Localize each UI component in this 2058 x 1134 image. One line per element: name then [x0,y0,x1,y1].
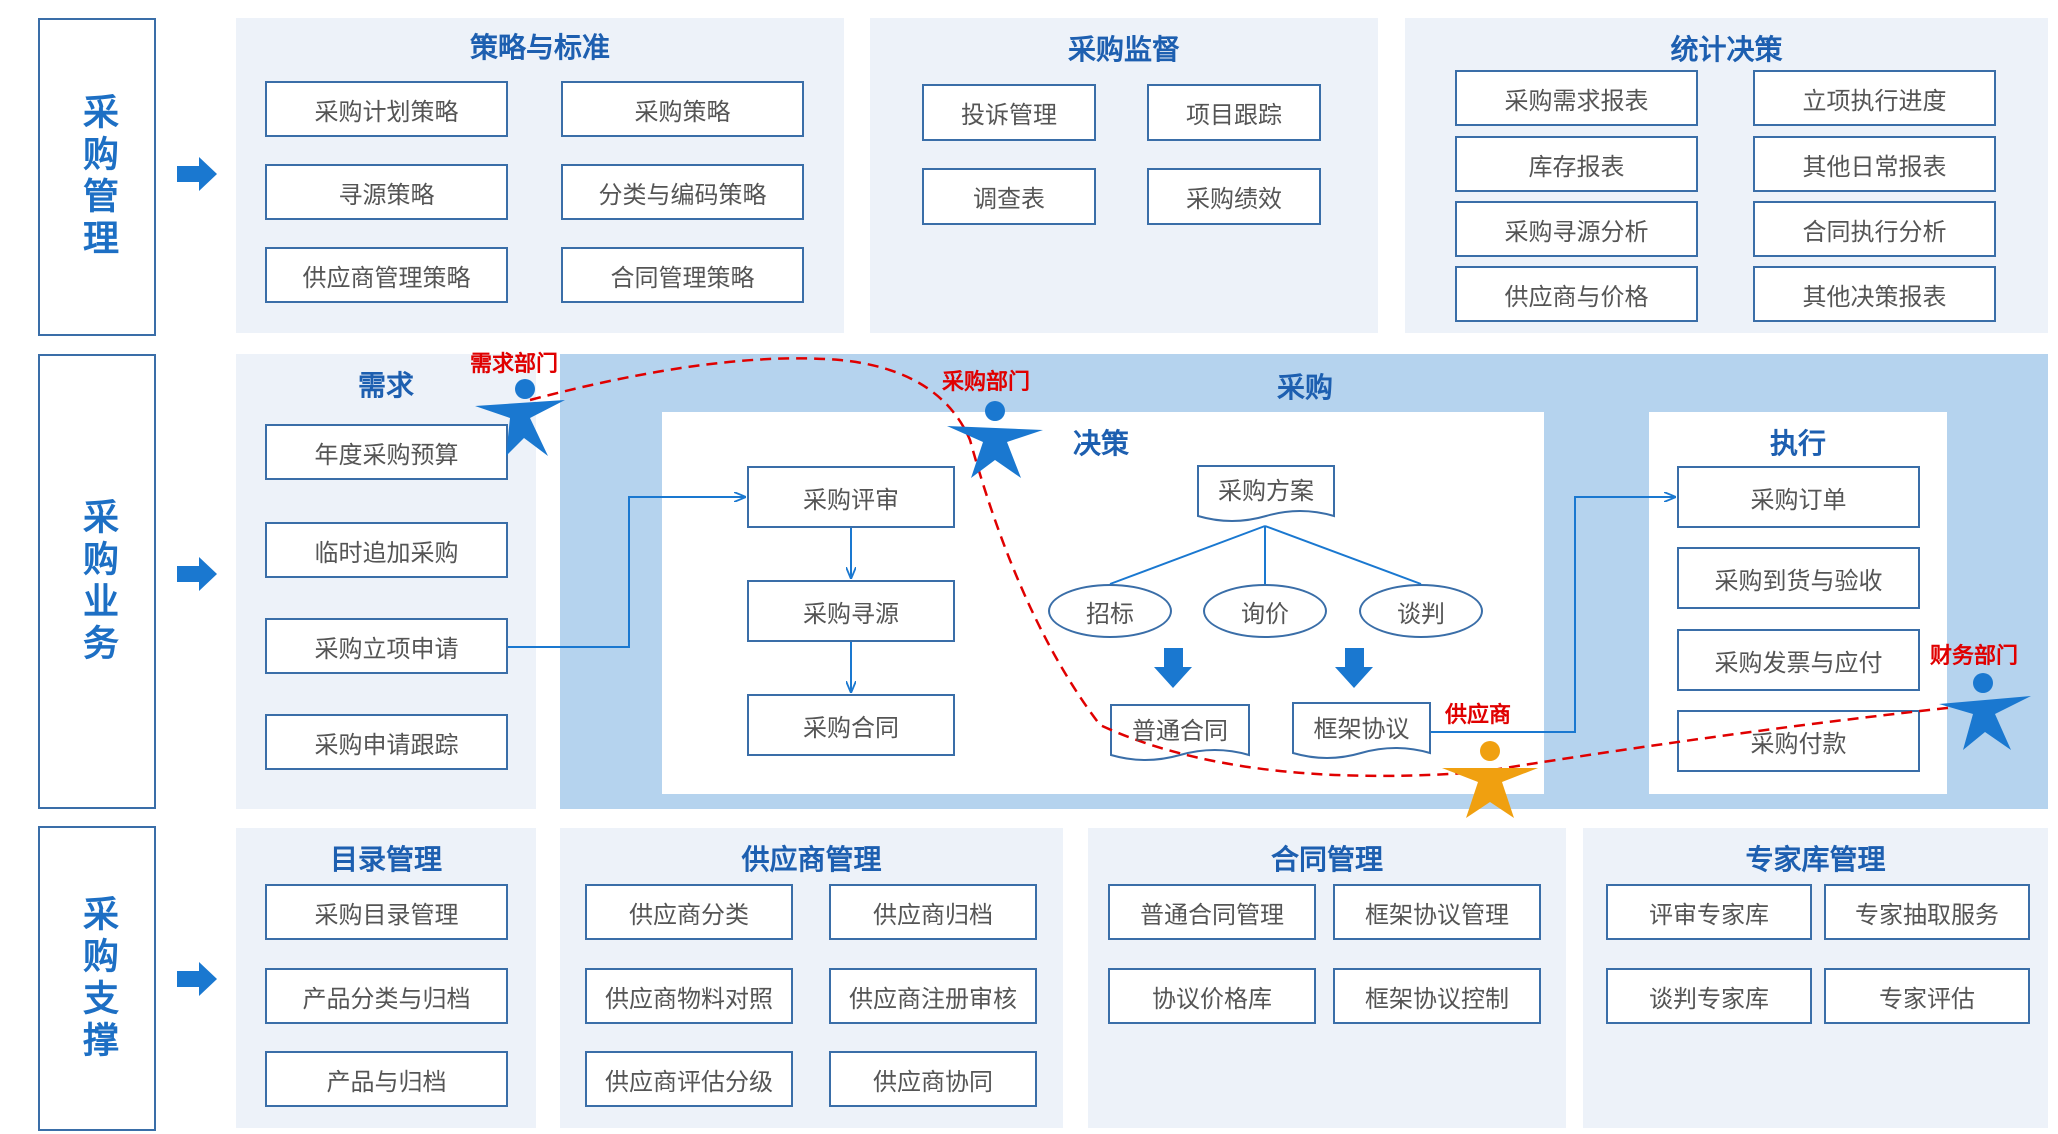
supplier-mgmt-item[interactable]: 供应商评估分级 [585,1051,793,1107]
role-label-finance-dept: 财务部门 [1930,644,2019,669]
stats-item[interactable]: 库存报表 [1455,136,1698,192]
contract-document[interactable]: 普通合同 [1132,717,1228,745]
strategy-item[interactable]: 采购计划策略 [265,81,508,137]
panel-title-expert-mgmt: 专家库管理 [1745,843,1886,876]
stats-item[interactable]: 采购需求报表 [1455,70,1698,126]
person-icon [475,379,565,456]
execution-item[interactable]: 采购订单 [1677,466,1920,528]
execution-item[interactable]: 采购付款 [1677,710,1920,772]
execution-item[interactable]: 采购到货与验收 [1677,547,1920,609]
strategy-item[interactable]: 供应商管理策略 [265,247,508,303]
expert-mgmt-item[interactable]: 评审专家库 [1606,884,1812,940]
side-label-support: 采购支撑 [38,826,156,1131]
supervision-item[interactable]: 项目跟踪 [1147,84,1321,141]
supplier-mgmt-item[interactable]: 供应商归档 [829,884,1037,940]
stats-item[interactable]: 其他决策报表 [1753,266,1996,322]
supervision-item[interactable]: 投诉管理 [922,84,1096,141]
decision-method[interactable]: 谈判 [1359,584,1483,638]
stats-item[interactable]: 立项执行进度 [1753,70,1996,126]
side-label-business-text: 采购业务 [77,497,118,666]
arrow-right-icon [177,962,217,996]
panel-title-execution: 执行 [1769,427,1826,460]
expert-mgmt-item[interactable]: 专家抽取服务 [1824,884,2030,940]
execution-item[interactable]: 采购发票与应付 [1677,629,1920,691]
catalog-item[interactable]: 产品与归档 [265,1051,508,1107]
strategy-item[interactable]: 采购策略 [561,81,804,137]
supplier-mgmt-item[interactable]: 供应商分类 [585,884,793,940]
panel-title-decision: 决策 [1072,427,1129,460]
decision-flow-step[interactable]: 采购评审 [747,466,955,528]
supervision-item[interactable]: 采购绩效 [1147,168,1321,225]
arrow-right-icon [177,557,217,591]
decision-flow-step[interactable]: 采购寻源 [747,580,955,642]
panel-title-supervision: 采购监督 [1067,33,1180,66]
demand-item[interactable]: 年度采购预算 [265,424,508,480]
agreement-document[interactable]: 框架协议 [1313,715,1410,743]
contract-mgmt-item[interactable]: 框架协议控制 [1333,968,1541,1024]
side-label-mgmt: 采购管理 [38,18,156,336]
strategy-item[interactable]: 分类与编码策略 [561,164,804,220]
demand-item[interactable]: 采购申请跟踪 [265,714,508,770]
decision-method[interactable]: 询价 [1203,584,1327,638]
supplier-mgmt-item[interactable]: 供应商注册审核 [829,968,1037,1024]
contract-mgmt-item[interactable]: 普通合同管理 [1108,884,1316,940]
person-icon [1939,673,2031,750]
decision-method[interactable]: 招标 [1048,584,1172,638]
panel-title-stats: 统计决策 [1670,33,1783,66]
panel-title-strategy: 策略与标准 [469,31,610,64]
demand-item[interactable]: 采购立项申请 [265,618,508,674]
catalog-item[interactable]: 采购目录管理 [265,884,508,940]
person-icon [1442,741,1538,818]
catalog-item[interactable]: 产品分类与归档 [265,968,508,1024]
decision-flow-step[interactable]: 采购合同 [747,694,955,756]
panel-title-supplier-mgmt: 供应商管理 [741,843,882,876]
stats-item[interactable]: 供应商与价格 [1455,266,1698,322]
plan-document[interactable]: 采购方案 [1218,477,1314,505]
side-label-business: 采购业务 [38,354,156,809]
arrow-right-icon [177,157,217,191]
stats-item[interactable]: 采购寻源分析 [1455,201,1698,257]
panel-title-contract-mgmt: 合同管理 [1270,843,1383,876]
stats-item[interactable]: 合同执行分析 [1753,201,1996,257]
person-icon [947,401,1043,478]
supplier-mgmt-item[interactable]: 供应商物料对照 [585,968,793,1024]
stats-item[interactable]: 其他日常报表 [1753,136,1996,192]
supplier-mgmt-item[interactable]: 供应商协同 [829,1051,1037,1107]
strategy-item[interactable]: 合同管理策略 [561,247,804,303]
side-label-mgmt-text: 采购管理 [77,93,118,261]
expert-mgmt-item[interactable]: 谈判专家库 [1606,968,1812,1024]
role-label-purchase-dept: 采购部门 [942,370,1031,395]
panel-title-catalog: 目录管理 [329,843,442,876]
expert-mgmt-item[interactable]: 专家评估 [1824,968,2030,1024]
demand-item[interactable]: 临时追加采购 [265,522,508,578]
supervision-item[interactable]: 调查表 [922,168,1096,225]
role-label-demand-dept: 需求部门 [470,352,559,377]
panel-title-purchase: 采购 [1276,371,1333,404]
strategy-item[interactable]: 寻源策略 [265,164,508,220]
contract-mgmt-item[interactable]: 框架协议管理 [1333,884,1541,940]
panel-title-demand: 需求 [357,369,414,402]
role-label-supplier: 供应商 [1445,703,1512,728]
contract-mgmt-item[interactable]: 协议价格库 [1108,968,1316,1024]
side-label-support-text: 采购支撑 [77,894,118,1063]
